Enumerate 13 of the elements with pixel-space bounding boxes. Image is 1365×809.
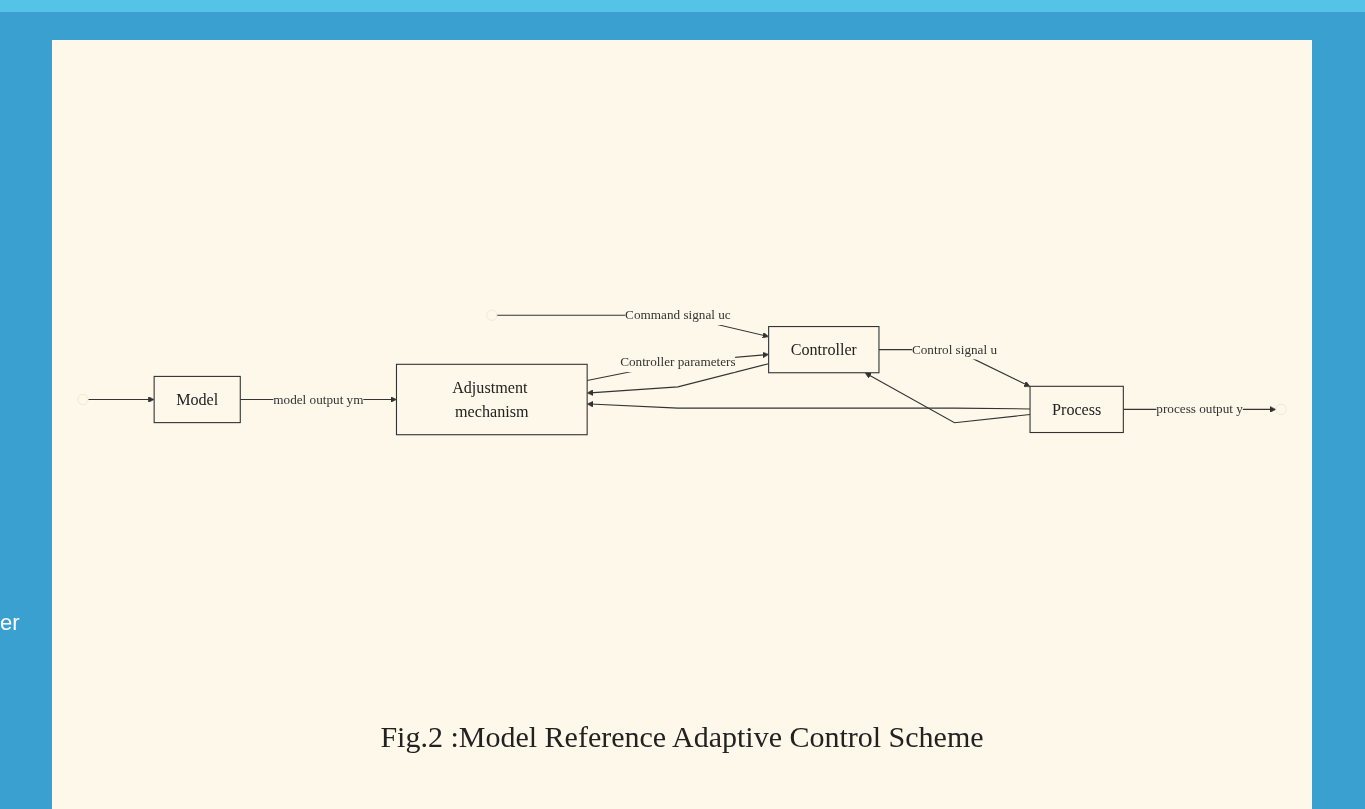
edge-label: model output ym xyxy=(273,391,364,407)
node-box: Process xyxy=(1029,385,1124,434)
node-box: Adjustment mechanism xyxy=(395,363,588,436)
edge-label: Controller parameters xyxy=(620,354,736,370)
figure-caption: Fig.2 :Model Reference Adaptive Control Scheme xyxy=(379,720,985,754)
edge-label: Command signal uc xyxy=(625,307,731,323)
arrow xyxy=(864,372,1031,424)
edge-label: Control signal u xyxy=(911,341,998,357)
node-box: Controller xyxy=(768,326,880,374)
cut-off-text: er xyxy=(0,610,20,636)
node-box: Model xyxy=(153,375,241,424)
arrow xyxy=(87,396,155,403)
edge-label: process output y xyxy=(1156,401,1243,417)
